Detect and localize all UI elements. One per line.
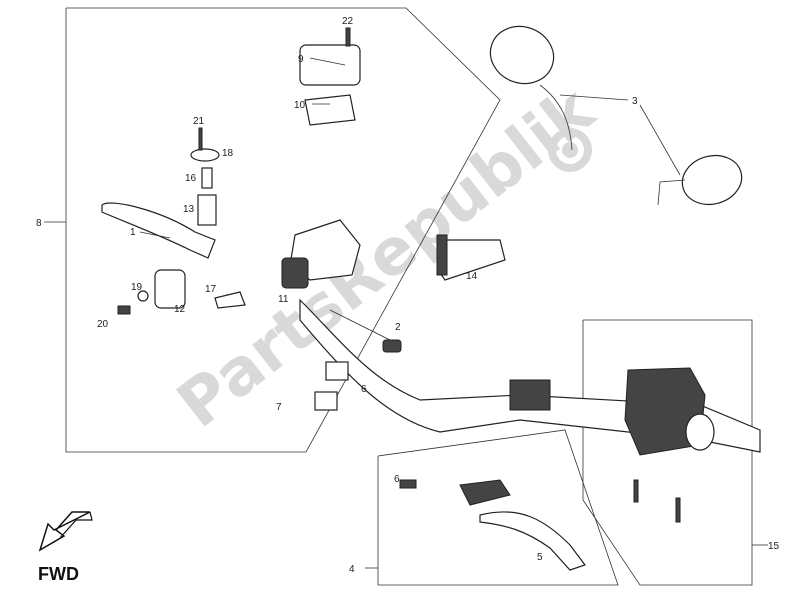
- screw-6-right: [399, 479, 417, 489]
- perch-clamp: [509, 379, 551, 411]
- switch-2: [382, 339, 402, 353]
- group-4-boundary: [377, 429, 619, 586]
- reservoir-cap: [299, 44, 361, 86]
- reservoir-gasket: [304, 94, 356, 126]
- bolt-22: [345, 27, 351, 47]
- callout-21: 21: [193, 116, 205, 127]
- callout-5: 5: [537, 552, 543, 563]
- callout-11: 11: [278, 294, 289, 305]
- callout-4: 4: [349, 564, 355, 575]
- callout-2: 2: [395, 322, 401, 333]
- nut-19: [137, 290, 149, 302]
- gear-watermark-icon: [548, 128, 592, 172]
- screw-20: [117, 305, 131, 315]
- fwd-label: FWD: [38, 564, 79, 584]
- callout-16: 16: [185, 173, 197, 184]
- cable-2: [329, 309, 401, 346]
- callouts: 1 2 3 4 5 6 6 7 8 9 10 11 12 13 14 15 16…: [36, 16, 780, 575]
- callout-22: 22: [342, 16, 354, 27]
- lever-5: [479, 511, 586, 571]
- group-15-boundary: [582, 319, 753, 586]
- mirror-left-stem: [539, 84, 573, 151]
- bracket-post: [436, 234, 448, 276]
- group-8-boundary: [65, 7, 501, 453]
- pivot-12: [154, 269, 186, 309]
- callout-9: 9: [298, 54, 304, 65]
- callout-18: 18: [222, 148, 234, 159]
- perch-4: [459, 479, 511, 506]
- screw-15b: [675, 497, 681, 523]
- pin-16: [201, 167, 213, 189]
- bolt-21: [198, 127, 203, 151]
- callout-6b: 6: [394, 474, 400, 485]
- mirror-right: [681, 154, 743, 206]
- mirror-right-stem: [657, 179, 686, 206]
- screw-15a: [633, 479, 639, 503]
- right-throttle: [685, 413, 715, 451]
- callout-20: 20: [97, 319, 109, 330]
- callout-7: 7: [276, 402, 282, 413]
- left-lever: [101, 202, 216, 259]
- callout-13: 13: [183, 204, 195, 215]
- spring-13: [197, 194, 217, 226]
- callout-1: 1: [130, 227, 136, 238]
- mirror-left: [489, 25, 555, 85]
- callout-17: 17: [205, 284, 217, 295]
- callout-12: 12: [174, 304, 186, 315]
- callout-3: 3: [632, 96, 638, 107]
- callout-19: 19: [131, 282, 143, 293]
- callout-14: 14: [466, 271, 478, 282]
- leader-lines: [44, 57, 768, 569]
- switch-17: [214, 291, 246, 309]
- clamp-6: [325, 361, 349, 381]
- callout-6a: 6: [361, 384, 367, 395]
- callout-8: 8: [36, 218, 42, 229]
- clamp-7: [314, 391, 338, 411]
- washer-18: [190, 148, 220, 162]
- fwd-arrow-icon: [38, 511, 93, 552]
- switch-housing-11: [281, 257, 309, 289]
- callout-15: 15: [768, 541, 780, 552]
- callout-10: 10: [294, 100, 306, 111]
